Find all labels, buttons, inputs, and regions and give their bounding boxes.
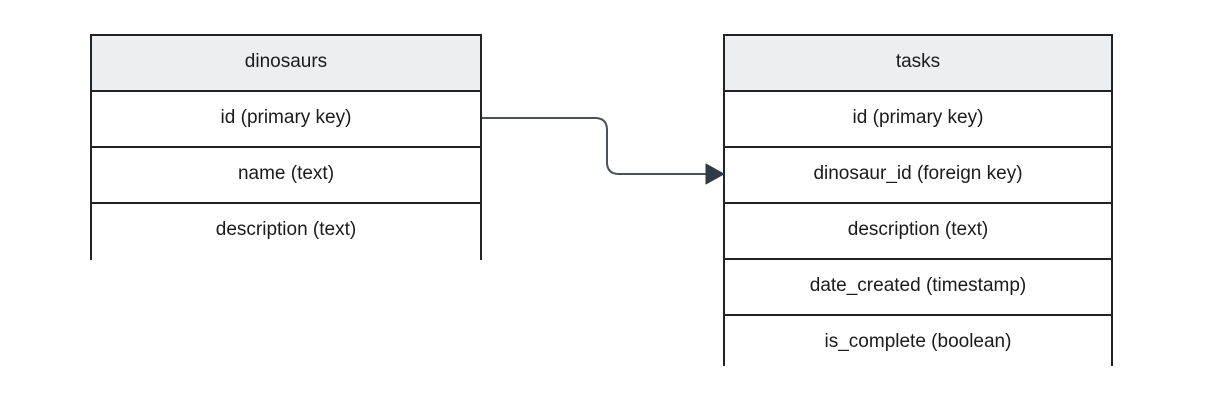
- entity-tasks-field-description[interactable]: description (text): [725, 204, 1111, 260]
- entity-tasks-field-is-complete[interactable]: is_complete (boolean): [725, 316, 1111, 372]
- relationship-arrowhead-icon: [705, 163, 725, 185]
- entity-dinosaurs[interactable]: dinosaurs id (primary key) name (text) d…: [90, 34, 482, 260]
- entity-tasks-field-date-created[interactable]: date_created (timestamp): [725, 260, 1111, 316]
- entity-dinosaurs-title: dinosaurs: [92, 36, 480, 92]
- entity-tasks-field-dinosaur-id[interactable]: dinosaur_id (foreign key): [725, 148, 1111, 204]
- relationship-dinosaurs-id-to-tasks-dinosaur-id[interactable]: [482, 117, 725, 185]
- entity-tasks[interactable]: tasks id (primary key) dinosaur_id (fore…: [723, 34, 1113, 372]
- entity-dinosaurs-field-name[interactable]: name (text): [92, 148, 480, 204]
- entity-tasks-title: tasks: [725, 36, 1111, 92]
- entity-dinosaurs-field-id[interactable]: id (primary key): [92, 92, 480, 148]
- entity-dinosaurs-field-description[interactable]: description (text): [92, 204, 480, 260]
- entity-tasks-field-id[interactable]: id (primary key): [725, 92, 1111, 148]
- relationship-line: [482, 117, 708, 175]
